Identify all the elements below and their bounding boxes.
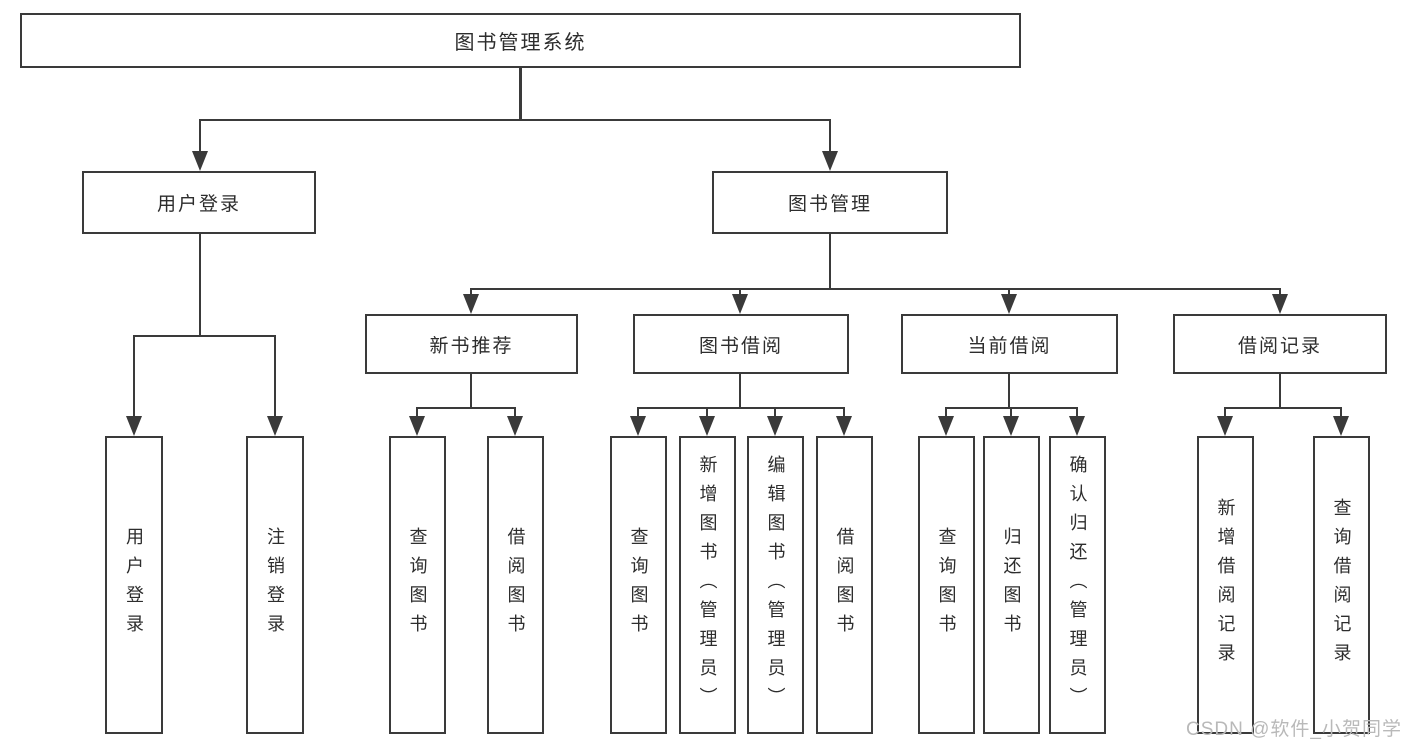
node-records-add-record: 新增借阅记录: [1197, 436, 1254, 734]
arrow-down-icon: [1272, 294, 1288, 314]
node-bookborrow-query-books-label: 查询图书: [628, 527, 649, 643]
node-bookborrow-add-books-admin: 新增图书（管理员）: [679, 436, 736, 734]
node-login: 用户登录: [105, 436, 163, 734]
node-book-borrow: 图书借阅: [633, 314, 849, 374]
arrow-down-icon: [463, 294, 479, 314]
node-bookborrow-borrow-books: 借阅图书: [816, 436, 873, 734]
connector-arrow-stem: [1339, 408, 1343, 418]
arrow-down-icon: [836, 416, 852, 436]
connector-level3-rail: [469, 287, 1282, 291]
arrow-down-icon: [630, 416, 646, 436]
connector-arrow-stem: [773, 408, 777, 418]
node-currentborrow-confirm-return-admin: 确认归还（管理员）: [1049, 436, 1106, 734]
node-bookborrow-add-books-admin-label: 新增图书（管理员）: [697, 454, 718, 716]
node-bookborrow-edit-books-admin: 编辑图书（管理员）: [747, 436, 804, 734]
connector-arrow-stem: [513, 408, 517, 418]
connector-arrow-stem: [1223, 408, 1227, 418]
arrow-down-icon: [507, 416, 523, 436]
connector-user-login-rail: [132, 334, 277, 338]
node-currentborrow-query-books-label: 查询图书: [936, 527, 957, 643]
arrow-down-icon: [822, 151, 838, 171]
connector-arrow-logout-stem: [273, 336, 277, 418]
arrow-down-icon: [767, 416, 783, 436]
node-user-login-group: 用户登录: [82, 171, 316, 234]
connector-root-stem: [519, 68, 522, 120]
arrow-down-icon: [938, 416, 954, 436]
node-newbooks-query-books-label: 查询图书: [407, 527, 428, 643]
connector-newbooks-stem: [469, 374, 473, 408]
node-root: 图书管理系统: [20, 13, 1021, 68]
connector-level2-rail: [198, 118, 832, 122]
csdn-watermark: CSDN @软件_小贺同学: [1186, 719, 1402, 740]
arrow-down-icon: [1001, 294, 1017, 314]
connector-arrow-stem: [705, 408, 709, 418]
node-bookborrow-borrow-books-label: 借阅图书: [834, 527, 855, 643]
node-bookborrow-edit-books-admin-label: 编辑图书（管理员）: [765, 454, 786, 716]
connector-newbooks-rail: [415, 406, 517, 410]
arrow-down-icon: [1333, 416, 1349, 436]
node-currentborrow-confirm-return-admin-label: 确认归还（管理员）: [1067, 454, 1088, 716]
node-records-query-record: 查询借阅记录: [1313, 436, 1370, 734]
connector-arrow-user-login-stem: [198, 120, 202, 152]
connector-arrow-records-stem: [1278, 289, 1282, 296]
node-newbooks-borrow-books: 借阅图书: [487, 436, 544, 734]
node-currentborrow-return-books-label: 归还图书: [1001, 527, 1022, 643]
arrow-down-icon: [1069, 416, 1085, 436]
connector-currentborrow-stem: [1007, 374, 1011, 408]
arrow-down-icon: [126, 416, 142, 436]
arrow-down-icon: [267, 416, 283, 436]
node-logout: 注销登录: [246, 436, 304, 734]
connector-arrow-stem: [944, 408, 948, 418]
connector-arrow-newbooks-stem: [469, 289, 473, 296]
connector-arrow-stem: [1009, 408, 1013, 418]
connector-user-login-stem: [198, 234, 202, 337]
arrow-down-icon: [732, 294, 748, 314]
connector-arrow-login-stem: [132, 336, 136, 418]
arrow-down-icon: [409, 416, 425, 436]
node-bookborrow-query-books: 查询图书: [610, 436, 667, 734]
connector-arrow-stem: [842, 408, 846, 418]
connector-bookborrow-stem: [738, 374, 742, 408]
connector-bookborrow-rail: [636, 406, 846, 410]
node-records-query-record-label: 查询借阅记录: [1331, 498, 1352, 672]
connector-arrow-stem: [1075, 408, 1079, 418]
connector-records-rail: [1223, 406, 1343, 410]
node-currentborrow-return-books: 归还图书: [983, 436, 1040, 734]
node-currentborrow-query-books: 查询图书: [918, 436, 975, 734]
connector-arrow-bookborrow-stem: [738, 289, 742, 296]
arrow-down-icon: [699, 416, 715, 436]
node-current-borrow: 当前借阅: [901, 314, 1118, 374]
node-borrow-records: 借阅记录: [1173, 314, 1387, 374]
connector-arrow-book-mgmt-stem: [828, 120, 832, 152]
arrow-down-icon: [192, 151, 208, 171]
connector-arrow-currentborrow-stem: [1007, 289, 1011, 296]
node-login-label: 用户登录: [124, 527, 144, 643]
node-newbooks-query-books: 查询图书: [389, 436, 446, 734]
node-new-book-recommend: 新书推荐: [365, 314, 578, 374]
arrow-down-icon: [1003, 416, 1019, 436]
node-book-management: 图书管理: [712, 171, 948, 234]
connector-records-stem: [1278, 374, 1282, 408]
node-records-add-record-label: 新增借阅记录: [1215, 498, 1236, 672]
connector-arrow-stem: [415, 408, 419, 418]
arrow-down-icon: [1217, 416, 1233, 436]
connector-arrow-stem: [636, 408, 640, 418]
node-newbooks-borrow-books-label: 借阅图书: [505, 527, 526, 643]
connector-book-mgmt-stem: [828, 234, 832, 290]
node-logout-label: 注销登录: [265, 527, 285, 643]
